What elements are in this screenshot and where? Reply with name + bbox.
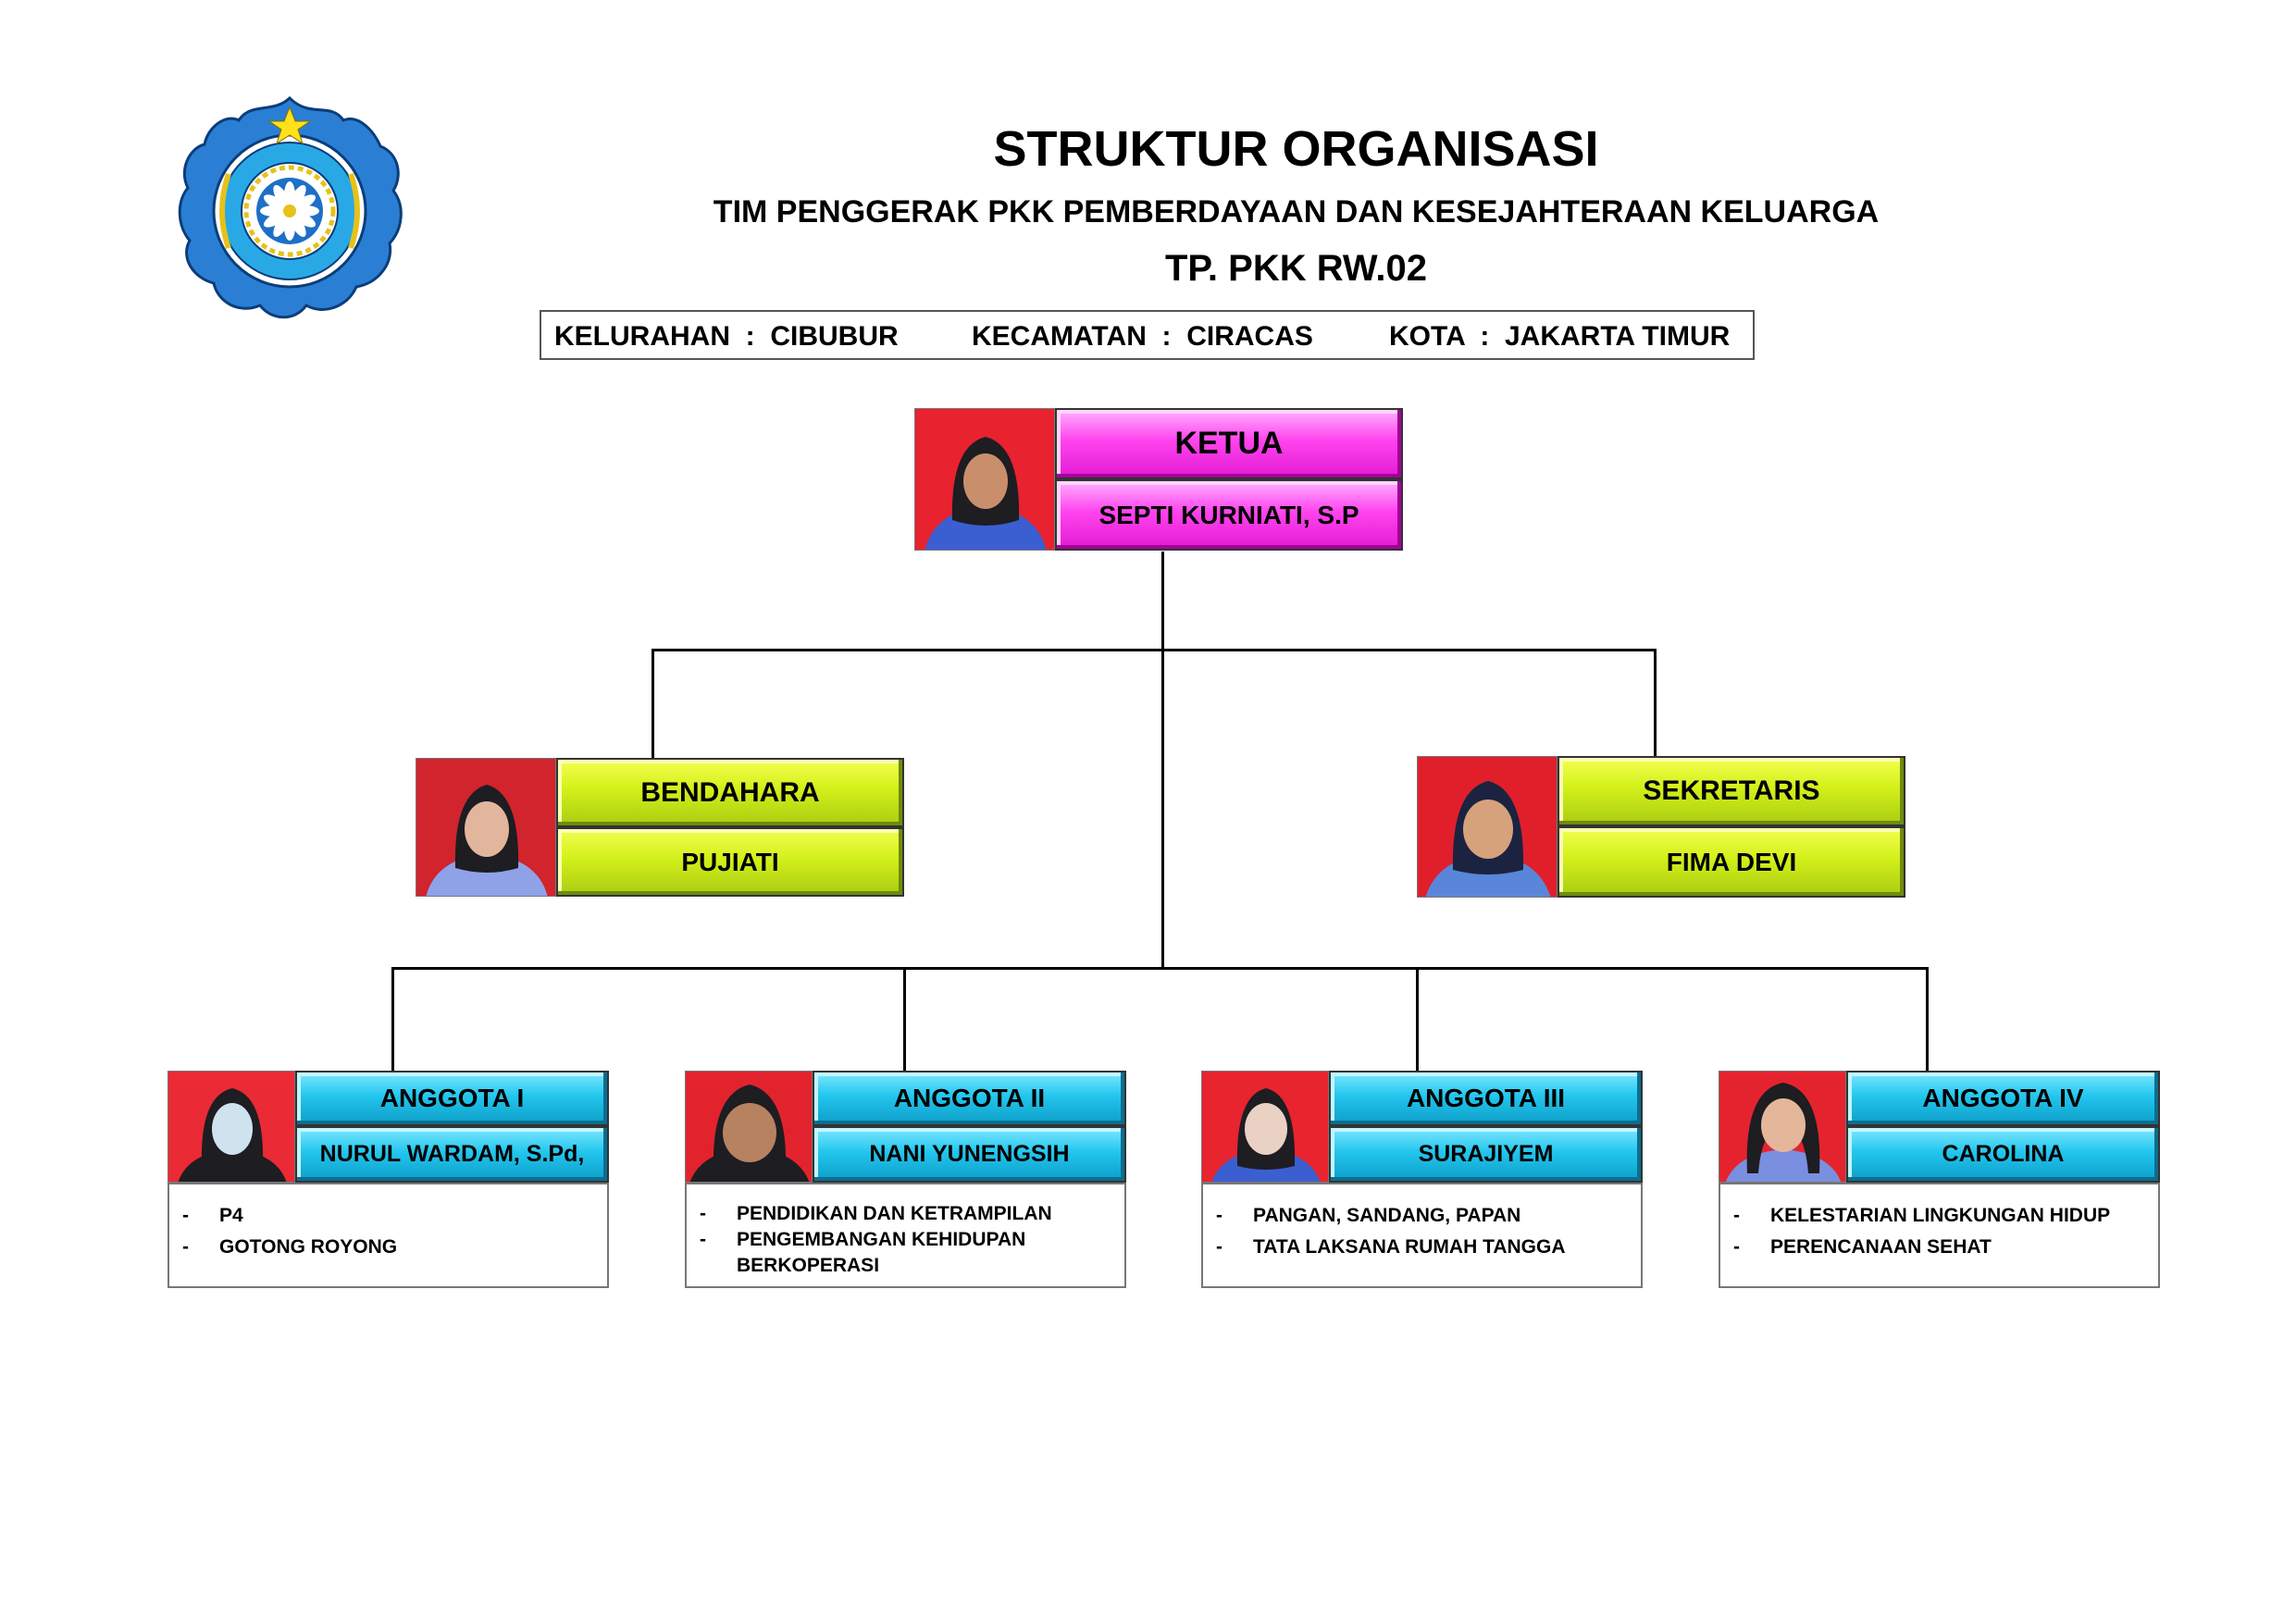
connector-bendahara [652, 649, 654, 758]
connector-anggota-3 [1416, 967, 1419, 1071]
duty-item: PANGAN, SANDANG, PAPAN [1216, 1203, 1641, 1229]
anggota-4-role-tile: ANGGOTA IV [1846, 1071, 2160, 1126]
anggota-3-card: ANGGOTA III SURAJIYEM PANGAN, SANDANG, P… [1201, 1071, 1643, 1288]
anggota-3-photo [1201, 1071, 1329, 1183]
person-silhouette-icon [925, 437, 1047, 550]
kota-label: KOTA : JAKARTA TIMUR [1389, 321, 1731, 352]
person-silhouette-icon [426, 785, 548, 896]
sekretaris-photo [1417, 756, 1558, 898]
anggota-4-name-tile: CAROLINA [1846, 1126, 2160, 1183]
kecamatan-label: KECAMATAN : CIRACAS [972, 321, 1313, 352]
anggota-2-photo [685, 1071, 813, 1183]
person-silhouette-icon [1725, 1083, 1842, 1182]
anggota-3-name-tile: SURAJIYEM [1329, 1126, 1643, 1183]
anggota-4-card: ANGGOTA IV CAROLINA KELESTARIAN LINGKUNG… [1719, 1071, 2160, 1288]
anggota-4-photo [1719, 1071, 1846, 1183]
duty-item: PENGEMBANGAN KEHIDUPAN BERKOPERASI [700, 1227, 1124, 1279]
person-silhouette-icon [1425, 781, 1551, 897]
anggota-2-duties: PENDIDIKAN DAN KETRAMPILAN PENGEMBANGAN … [685, 1183, 1126, 1288]
sekretaris-name-tile: FIMA DEVI [1558, 826, 1905, 898]
ketua-role-tile: KETUA [1055, 408, 1403, 479]
sekretaris-role-tile: SEKRETARIS [1558, 756, 1905, 826]
duty-item: TATA LAKSANA RUMAH TANGGA [1216, 1234, 1641, 1260]
ketua-photo [914, 408, 1055, 551]
anggota-1-photo [168, 1071, 295, 1183]
person-silhouette-icon [1211, 1088, 1321, 1182]
bendahara-card: BENDAHARA PUJIATI [416, 758, 904, 897]
unit-name: TP. PKK RW.02 [1164, 248, 1428, 289]
anggota-2-name-tile: NANI YUNENGSIH [813, 1126, 1126, 1183]
bendahara-photo [416, 758, 556, 897]
anggota-2-card: ANGGOTA II NANI YUNENGSIH PENDIDIKAN DAN… [685, 1071, 1126, 1288]
connector-officers-h [652, 649, 1657, 651]
bendahara-role-tile: BENDAHARA [556, 758, 904, 827]
connector-trunk [1161, 552, 1164, 970]
connector-anggota-h [391, 967, 1929, 970]
anggota-1-card: ANGGOTA I NURUL WARDAM, S.Pd, P4 GOTONG … [168, 1071, 609, 1288]
pkk-logo [178, 95, 403, 319]
connector-anggota-4 [1926, 967, 1929, 1071]
duty-item: PERENCANAAN SEHAT [1733, 1234, 2158, 1260]
anggota-1-duties: P4 GOTONG ROYONG [168, 1183, 609, 1288]
sekretaris-card: SEKRETARIS FIMA DEVI [1417, 756, 1905, 898]
person-silhouette-icon [689, 1085, 810, 1182]
anggota-4-duties: KELESTARIAN LINGKUNGAN HIDUP PERENCANAAN… [1719, 1183, 2160, 1288]
bendahara-name-tile: PUJIATI [556, 827, 904, 897]
anggota-1-role-tile: ANGGOTA I [295, 1071, 609, 1126]
connector-sekretaris [1654, 649, 1657, 758]
ketua-name-tile: SEPTI KURNIATI, S.P [1055, 479, 1403, 551]
duty-item: PENDIDIKAN DAN KETRAMPILAN [700, 1201, 1124, 1227]
duty-item: GOTONG ROYONG [182, 1234, 607, 1260]
anggota-3-role-tile: ANGGOTA III [1329, 1071, 1643, 1126]
page-subtitle: TIM PENGGERAK PKK PEMBERDAYAAN DAN KESEJ… [713, 194, 1880, 229]
person-silhouette-icon [178, 1088, 287, 1182]
duty-item: KELESTARIAN LINGKUNGAN HIDUP [1733, 1203, 2158, 1229]
connector-anggota-1 [391, 967, 394, 1071]
anggota-3-duties: PANGAN, SANDANG, PAPAN TATA LAKSANA RUMA… [1201, 1183, 1643, 1288]
ketua-card: KETUA SEPTI KURNIATI, S.P [914, 408, 1403, 551]
location-box: KELURAHAN : CIBUBUR KECAMATAN : CIRACAS … [540, 310, 1755, 360]
anggota-1-name-tile: NURUL WARDAM, S.Pd, [295, 1126, 609, 1183]
page-title: STRUKTUR ORGANISASI [993, 121, 1599, 177]
kelurahan-label: KELURAHAN : CIBUBUR [554, 321, 899, 352]
duty-item: P4 [182, 1203, 607, 1229]
anggota-2-role-tile: ANGGOTA II [813, 1071, 1126, 1126]
connector-anggota-2 [903, 967, 906, 1071]
